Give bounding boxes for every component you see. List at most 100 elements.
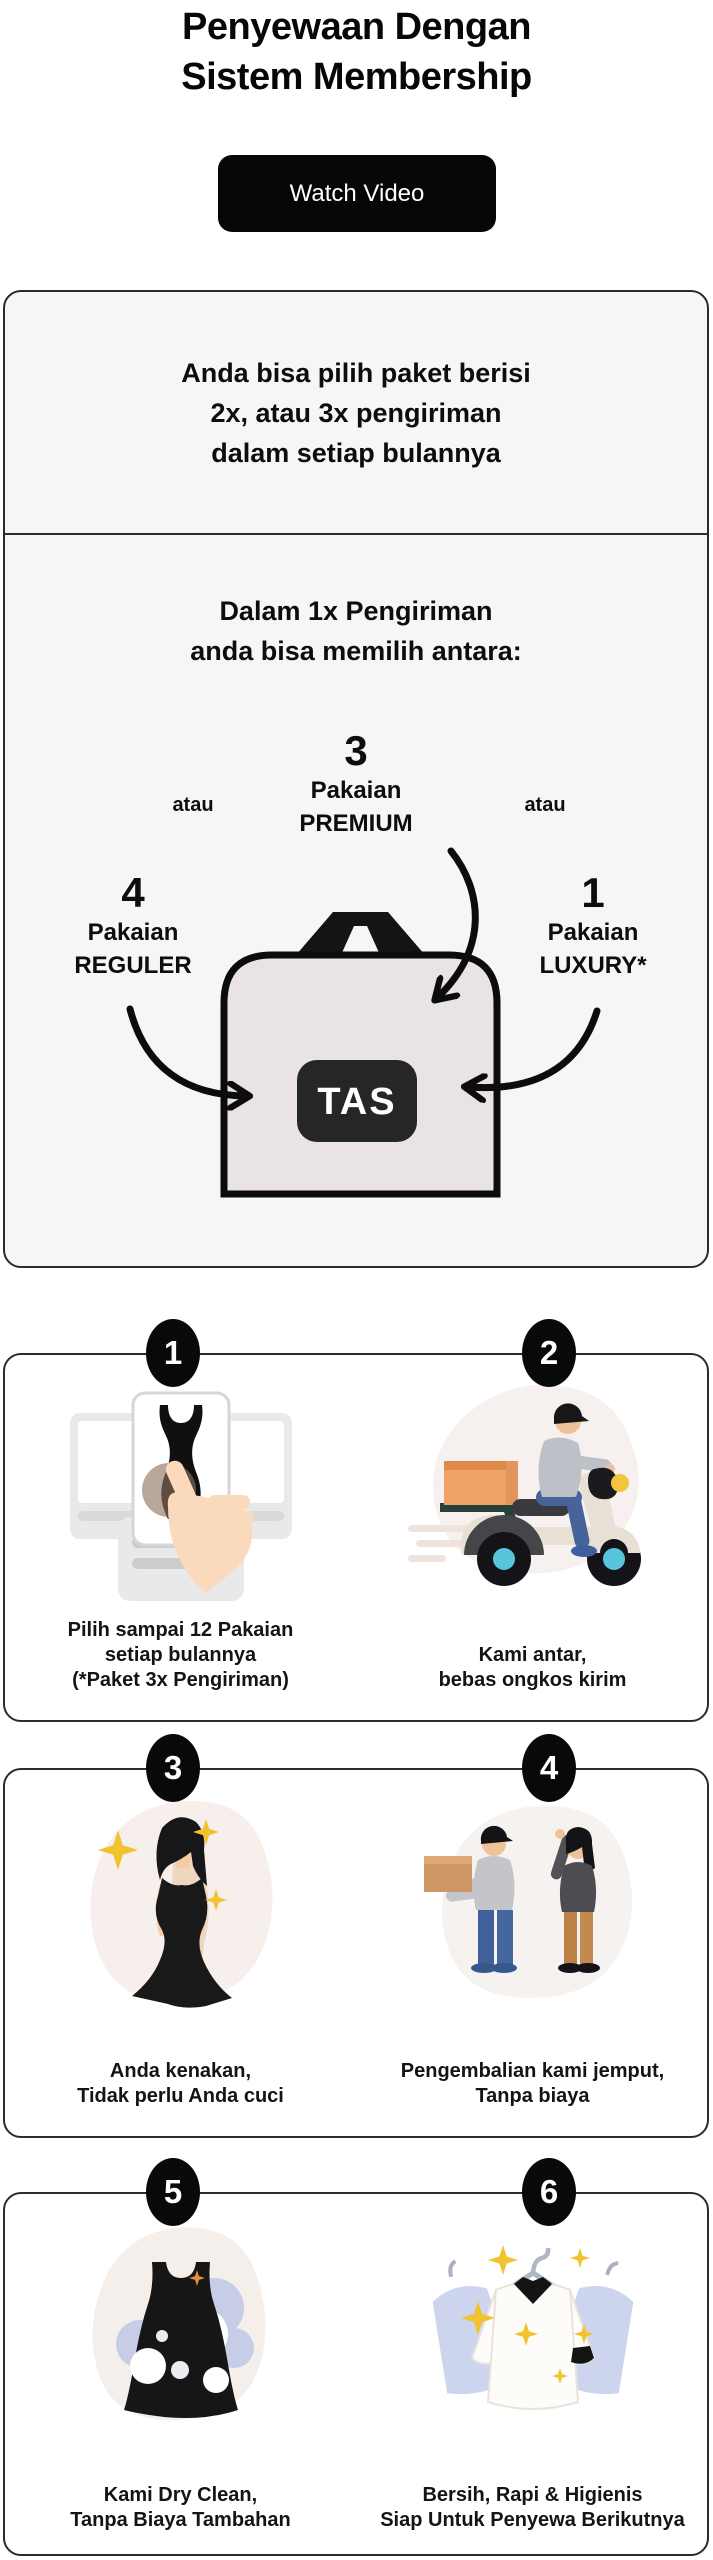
option-reguler-line-2: REGULER <box>74 952 192 979</box>
page-title: Penyewaan Dengan Sistem Membership <box>0 2 713 102</box>
flower-detail <box>188 2270 205 2286</box>
watch-video-label: Watch Video <box>289 179 425 207</box>
step-caption: Pengembalian kami jemput, Tanpa biaya <box>400 2060 665 2107</box>
black-collar <box>513 2277 552 2304</box>
package-box <box>443 1461 518 1505</box>
step-6: Bersih, Rapi & Higienis Siap Untuk Penye… <box>357 2194 708 2554</box>
woman-hair <box>565 1827 595 1871</box>
shipment-choice-section: TAS Dalam 1x Pengiriman anda bisa memili… <box>5 535 707 1266</box>
rider-shin <box>566 1496 590 1549</box>
option-premium-line-1: Pakaian <box>310 777 402 804</box>
woman-leg-left <box>563 1912 577 1966</box>
arrow-luxury-to-bag <box>469 1007 601 1088</box>
arrow-premium-to-bag <box>438 847 479 997</box>
option-premium-line-2: PREMIUM <box>299 810 413 837</box>
speed-lines <box>407 1525 474 1562</box>
evening-gown <box>131 1878 232 2008</box>
option-reguler-line-1: Pakaian <box>87 919 179 946</box>
step-3: Anda kenakan, Tidak perlu Anda cuci <box>5 1770 356 2136</box>
step-caption: Pilih sampai 12 Pakaian setiap bulannya … <box>67 1619 294 1691</box>
woman-shoe <box>557 1963 582 1973</box>
tas-chip <box>297 1060 417 1142</box>
man-leg-right <box>496 1910 513 1966</box>
bag-handle <box>296 912 425 955</box>
man-shoe <box>490 1963 517 1973</box>
package-info-card: Anda bisa pilih paket berisi 2x, atau 3x… <box>3 290 709 1268</box>
option-reguler: 4 Pakaian REGULER <box>38 870 228 982</box>
option-premium-count: 3 <box>344 727 368 774</box>
tap-hand-icon <box>165 1460 254 1593</box>
choice-heading: Dalam 1x Pengiriman anda bisa memilih an… <box>5 591 707 671</box>
man-torso <box>472 1856 515 1910</box>
step-caption: Anda kenakan, Tidak perlu Anda cuci <box>77 2060 284 2107</box>
step-1: Pilih sampai 12 Pakaian setiap bulannya … <box>5 1355 356 1720</box>
option-luxury: 1 Pakaian LUXURY* <box>498 870 688 982</box>
step-number-badge: 4 <box>522 1734 576 1802</box>
step-number-badge: 5 <box>146 2158 200 2226</box>
choice-heading-line-1: Dalam 1x Pengiriman <box>219 596 493 626</box>
woman-shoe <box>575 1963 600 1973</box>
background-blob <box>441 1805 632 1999</box>
step-caption: Kami antar, bebas ongkos kirim <box>438 1644 627 1691</box>
soap-bubbles-front <box>129 2330 229 2393</box>
rear-wheel <box>476 1532 531 1586</box>
return-pickup-illustration <box>423 1805 632 1999</box>
black-cuff <box>570 2346 594 2364</box>
step-number-badge: 1 <box>146 1319 200 1387</box>
handlebar-bag <box>587 1467 618 1500</box>
choose-clothes-illustration <box>69 1391 292 1601</box>
woman-torso <box>559 1862 596 1912</box>
hair <box>155 1817 207 1886</box>
option-luxury-line-1: Pakaian <box>547 919 639 946</box>
rider-arm <box>559 1453 611 1473</box>
headlight <box>610 1474 629 1492</box>
rider-torso <box>537 1437 582 1497</box>
step-caption: Bersih, Rapi & Higienis Siap Untuk Penye… <box>380 2484 685 2531</box>
step-number-badge: 3 <box>146 1734 200 1802</box>
step-caption: Kami Dry Clean, Tanpa Biaya Tambahan <box>70 2484 291 2531</box>
steps-card-row-1: 1 2 <box>3 1319 709 1722</box>
man-shoe <box>470 1963 497 1973</box>
step-2: Kami antar, bebas ongkos kirim <box>357 1355 708 1720</box>
page-title-line-1: Penyewaan Dengan <box>182 6 531 48</box>
page-title-line-2: Sistem Membership <box>181 56 532 98</box>
dry-clean-illustration <box>92 2227 266 2421</box>
step-4: Pengembalian kami jemput, Tanpa biaya <box>357 1770 708 2136</box>
clean-shirts-illustration <box>432 2245 633 2410</box>
rider-cap <box>553 1403 589 1424</box>
sparkle-icons <box>97 1819 227 1911</box>
rider-shoe <box>570 1545 597 1557</box>
watch-video-button[interactable]: Watch Video <box>218 155 496 232</box>
return-box <box>423 1856 472 1892</box>
package-intro-line-1: Anda bisa pilih paket berisi <box>181 357 531 388</box>
choice-heading-line-2: anda bisa memilih antara: <box>190 636 522 666</box>
delivery-scooter-illustration <box>407 1384 641 1586</box>
woman-hand <box>554 1829 565 1839</box>
man-cap <box>480 1825 513 1844</box>
arrow-reguler-to-bag <box>126 1005 245 1096</box>
sparkle-icons <box>460 2245 594 2384</box>
man-leg-left <box>477 1910 494 1966</box>
woman-figure <box>131 1817 232 2008</box>
front-fender <box>587 1527 640 1553</box>
steps-card-row-3: 5 6 <box>3 2158 709 2556</box>
package-intro-section: Anda bisa pilih paket berisi 2x, atau 3x… <box>5 292 707 535</box>
or-label-right: atau <box>524 794 566 816</box>
option-reguler-count: 4 <box>121 869 145 916</box>
bag-diagram: TAS <box>126 847 601 1198</box>
step-number-badge: 2 <box>522 1319 576 1387</box>
wear-dress-illustration <box>89 1801 273 2008</box>
step-5: Kami Dry Clean, Tanpa Biaya Tambahan <box>5 2194 356 2554</box>
step-number-badge: 6 <box>522 2158 576 2226</box>
rider <box>535 1403 615 1557</box>
courier-man <box>423 1825 517 1973</box>
option-luxury-count: 1 <box>581 869 605 916</box>
package-intro-line-2: 2x, atau 3x pengiriman <box>210 397 502 428</box>
package-intro-line-3: dalam setiap bulannya <box>211 437 501 468</box>
center-white-shirt <box>470 2277 595 2410</box>
waving-woman <box>550 1827 600 1973</box>
woman-leg-right <box>579 1912 593 1966</box>
option-premium: 3 Pakaian PREMIUM <box>256 728 456 840</box>
tas-label: TAS <box>317 1081 396 1123</box>
